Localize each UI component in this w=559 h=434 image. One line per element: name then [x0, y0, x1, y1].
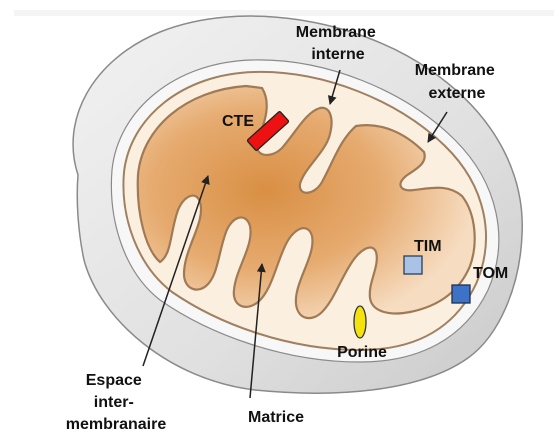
tim-complex [404, 256, 422, 274]
label-matrice: Matrice [248, 409, 304, 426]
porine-channel [354, 306, 366, 338]
label-tom: TOM [473, 265, 508, 282]
label-tim: TIM [414, 238, 442, 255]
label-cte: CTE [222, 113, 254, 130]
label-porine: Porine [337, 344, 387, 361]
tom-complex [452, 285, 470, 303]
frame-band-top [14, 10, 554, 16]
